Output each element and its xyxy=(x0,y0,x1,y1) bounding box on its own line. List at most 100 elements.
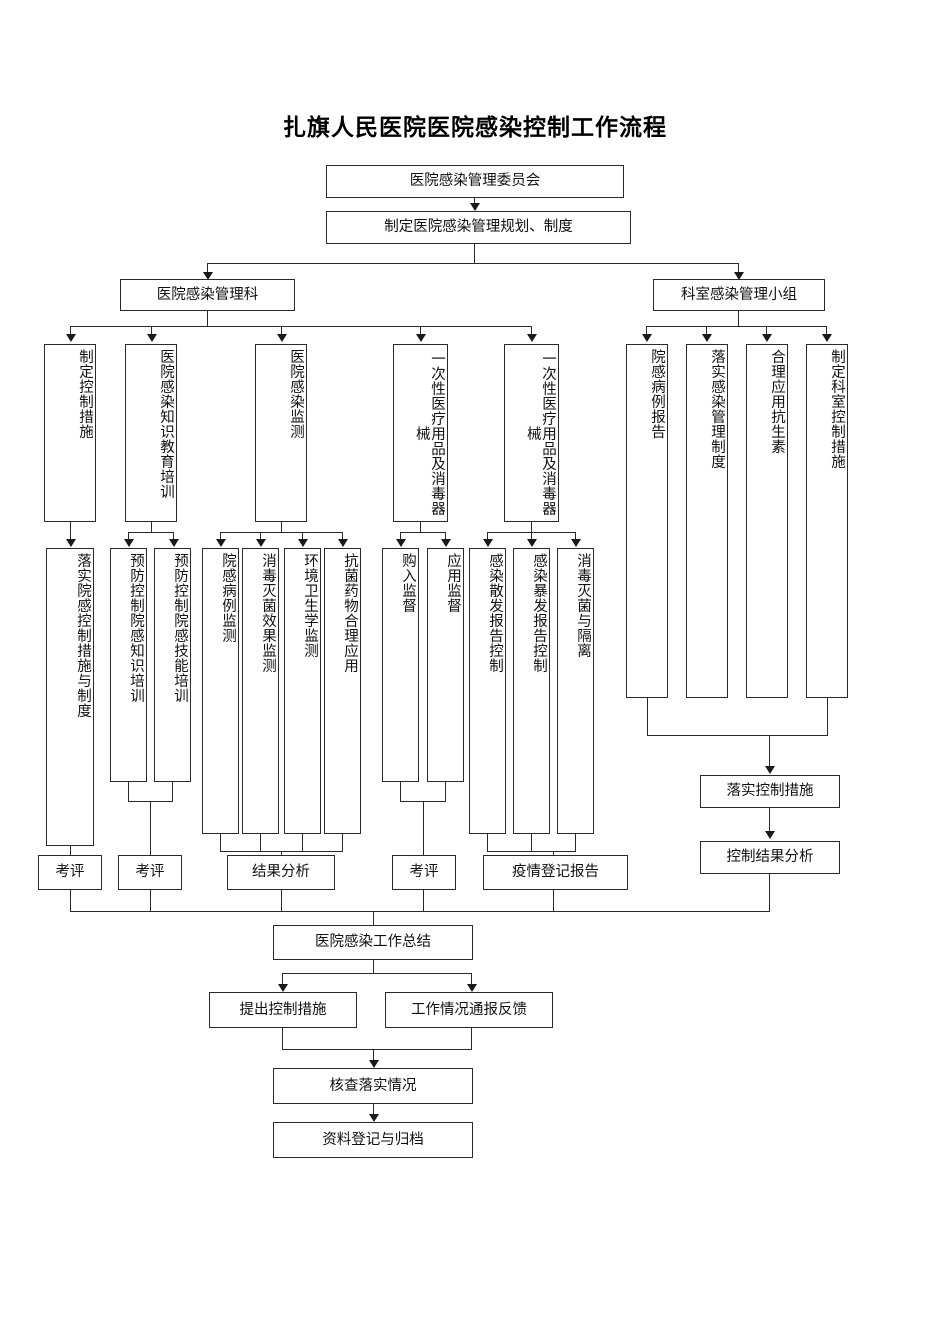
node-summary: 医院感染工作总结 xyxy=(273,925,473,960)
connector-l3-drop-3b xyxy=(260,532,262,544)
connector-summary-child-a xyxy=(282,973,284,989)
arrow-l3-2b xyxy=(169,539,179,547)
connector-l3-from-5-down xyxy=(531,522,533,533)
node-l2-1: 制定控制措施 xyxy=(44,344,96,522)
node-l3-8: 购入监督 xyxy=(382,548,419,782)
connector-l2-drop-4 xyxy=(420,326,422,339)
arrow-dept-infection-control xyxy=(203,272,213,280)
node-l3-7: 抗菌药物合理应用 xyxy=(324,548,361,834)
node-l3-9: 应用监督 xyxy=(427,548,464,782)
connector-verify-a xyxy=(282,1028,284,1050)
connector-summary-down xyxy=(373,911,375,933)
page-title: 扎旗人民医院医院感染控制工作流程 xyxy=(283,114,667,140)
connector-l3-from-4-down xyxy=(420,522,422,533)
connector-res2-down xyxy=(150,801,152,864)
connector-res4-down xyxy=(423,801,425,864)
connector-l2-drop-1 xyxy=(70,326,72,339)
arrow-l2r-4 xyxy=(822,334,832,342)
node-l3-10: 感染散发报告控制 xyxy=(469,548,506,834)
connector-right-merge-down xyxy=(769,735,771,771)
connector-l3-drop-5c xyxy=(575,532,577,544)
node-result-1: 考评 xyxy=(38,855,102,890)
arrow-l3-3a xyxy=(216,539,226,547)
arrow-committee-planning xyxy=(470,203,480,211)
connector-l2r-drop-4 xyxy=(826,326,828,339)
arrow-l3-4b xyxy=(441,539,451,547)
arrow-l3-1 xyxy=(66,539,76,547)
connector-bus-right-merge xyxy=(647,735,828,737)
connector-l3-drop-3c xyxy=(302,532,304,544)
connector-sum-5 xyxy=(553,890,555,912)
connector-bus-l2-right xyxy=(646,326,826,328)
connector-l2r-drop-3 xyxy=(766,326,768,339)
node-l2r-4: 制定科室控制措施 xyxy=(806,344,848,698)
arrow-right-chain xyxy=(765,831,775,839)
connector-l2-drop-2 xyxy=(151,326,153,339)
connector-res3-b xyxy=(260,834,262,852)
connector-planning-down xyxy=(474,244,476,264)
node-planning: 制定医院感染管理规划、制度 xyxy=(326,211,631,244)
node-l3-3: 预防控制院感技能培训 xyxy=(154,548,191,782)
node-result-3: 结果分析 xyxy=(227,855,335,890)
node-l2r-2: 落实感染管理制度 xyxy=(686,344,728,698)
connector-l3-drop-3d xyxy=(342,532,344,544)
connector-sum-1 xyxy=(70,890,72,912)
arrow-l3-5c xyxy=(571,539,581,547)
connector-bus-summary-children xyxy=(282,973,472,975)
arrow-l2-3 xyxy=(277,334,287,342)
arrow-l2-4 xyxy=(416,334,426,342)
connector-bus-left-drop xyxy=(207,263,209,277)
connector-res4-b xyxy=(445,782,447,802)
node-summary-child-1: 提出控制措施 xyxy=(209,992,357,1028)
connector-l3-from-3-down xyxy=(281,522,283,533)
node-committee: 医院感染管理委员会 xyxy=(326,165,624,198)
node-right-chain-2: 控制结果分析 xyxy=(700,841,840,874)
arrow-ward-infection-group xyxy=(734,272,744,280)
arrow-l2-5 xyxy=(527,334,537,342)
arrow-l3-3d xyxy=(338,539,348,547)
node-l3-5: 消毒灭菌效果监测 xyxy=(242,548,279,834)
connector-bus-verify xyxy=(282,1049,472,1051)
node-archive: 资料登记与归档 xyxy=(273,1122,473,1158)
connector-l3-from-2-down xyxy=(151,522,153,533)
arrow-right-merge xyxy=(765,766,775,774)
connector-l2r-drop-1 xyxy=(646,326,648,339)
arrow-l3-4a xyxy=(396,539,406,547)
arrow-archive xyxy=(369,1114,379,1122)
connector-res3-c xyxy=(302,834,304,852)
node-result-5: 疫情登记报告 xyxy=(483,855,628,890)
connector-l3-drop-2a xyxy=(128,532,130,544)
node-l2-5: 一次性医疗用品及消毒器械 xyxy=(504,344,559,522)
connector-l3-drop-5b xyxy=(531,532,533,544)
connector-l2r-merge-1 xyxy=(647,698,649,736)
connector-res3-a xyxy=(220,834,222,852)
connector-summary-child-b xyxy=(471,973,473,989)
arrow-l3-2a xyxy=(124,539,134,547)
connector-right-chain xyxy=(769,808,771,836)
connector-bus-res5 xyxy=(487,851,576,853)
node-right-chain-1: 落实控制措施 xyxy=(700,775,840,808)
connector-verify-down xyxy=(373,1049,375,1066)
arrow-l2r-1 xyxy=(642,334,652,342)
connector-verify-b xyxy=(471,1028,473,1050)
arrow-summary-child-b xyxy=(467,984,477,992)
arrow-l3-3c xyxy=(298,539,308,547)
connector-bus-l3-2 xyxy=(128,532,174,534)
connector-l3-drop-5a xyxy=(487,532,489,544)
node-verify: 核查落实情况 xyxy=(273,1068,473,1104)
connector-l3-drop-3a xyxy=(220,532,222,544)
connector-summary-split xyxy=(373,960,375,974)
connector-res2-b xyxy=(172,782,174,802)
connector-l2r-merge-4 xyxy=(827,698,829,736)
connector-bus-l3-3 xyxy=(220,532,342,534)
connector-l3-from-1 xyxy=(70,522,72,544)
connector-bus-departments xyxy=(207,263,739,265)
node-l3-11: 感染暴发报告控制 xyxy=(513,548,550,834)
arrow-summary-child-a xyxy=(278,984,288,992)
arrow-l2r-3 xyxy=(762,334,772,342)
connector-sum-4 xyxy=(423,890,425,912)
arrow-l2-2 xyxy=(147,334,157,342)
node-l2r-1: 院感病例报告 xyxy=(626,344,668,698)
connector-dept-down xyxy=(207,311,209,327)
